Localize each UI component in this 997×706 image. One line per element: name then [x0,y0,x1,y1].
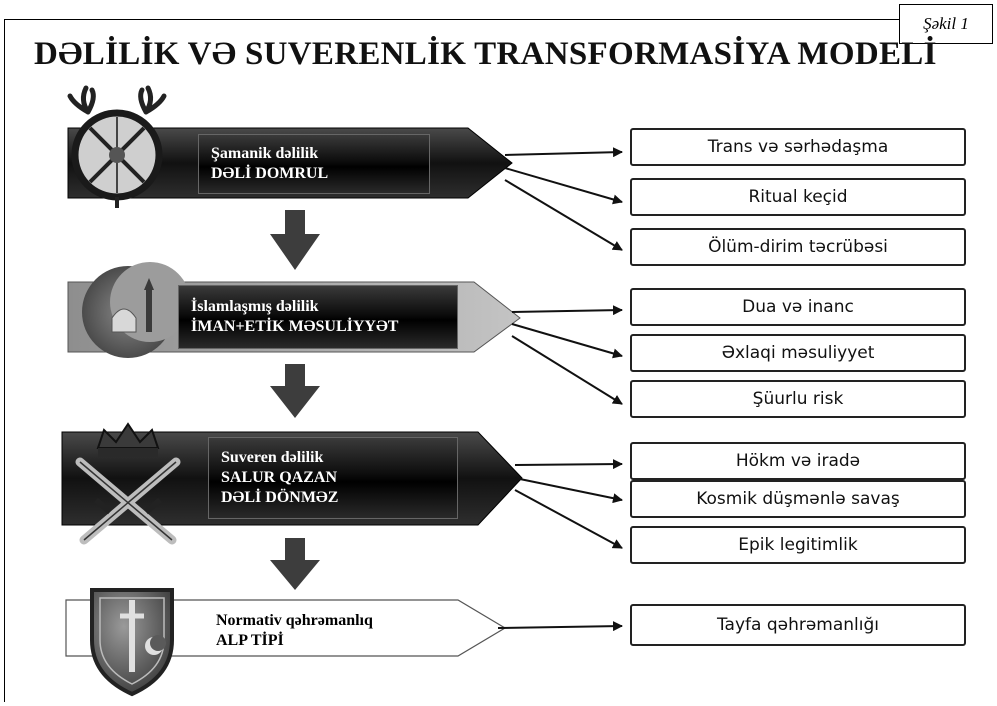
stage-2-label: İslamlaşmış dəlilik İMAN+ETİK MƏSULİYYƏT [178,285,458,349]
shaman-drum-icon [67,85,167,208]
connector-2-3 [511,335,623,405]
stage-1-subtitle: DƏLİ DOMRUL [211,165,329,182]
stage-1-label: Şamanik dəlilik DƏLİ DOMRUL [198,134,430,194]
diagram-title: DƏLİLİK VƏ SUVERENLİK TRANSFORMASİYA MOD… [34,36,937,72]
shield-sword-crescent-icon [90,588,174,697]
outcome-box: Şüurlu risk [630,380,966,418]
figure-frame [4,19,993,702]
outcome-box: Əxlaqi məsuliyyet [630,334,966,372]
outcome-box: Epik legitimlik [630,526,966,564]
flow-arrow-3 [270,538,320,590]
outcome-box: Tayfa qəhrəmanlığı [630,604,966,646]
connector-1-1 [504,147,623,158]
connector-1-2 [504,167,623,205]
connector-2-2 [511,323,623,359]
connector-1-3 [504,179,623,251]
stage-4-label: Normativ qəhrəmanlıq ALP TİPİ [204,610,444,652]
stage-3-subtitle: SALUR QAZAN [221,469,338,486]
flow-arrow-2 [270,364,320,418]
stage-2-subtitle: İMAN+ETİK MƏSULİYYƏT [191,318,399,335]
stage-2-title: İslamlaşmış dəlilik [191,298,319,315]
flow-arrow-1 [270,210,320,270]
crescent-mosque-icon [82,262,190,358]
outcome-box: Ritual keçid [630,178,966,216]
outcome-box: Trans və sərhədaşma [630,128,966,166]
stage-4-subtitle: ALP TİPİ [216,632,284,649]
connector-4-1 [497,621,623,632]
stage-3-title: Suveren dəlilik [221,449,324,466]
outcome-box: Ölüm-dirim təcrübəsi [630,228,966,266]
outcome-box: Kosmik düşmənlə savaş [630,480,966,518]
connector-2-1 [511,305,623,316]
outcome-box: Hökm və iradə [630,442,966,480]
connector-3-3 [514,489,623,549]
crown-crossed-swords-icon [75,422,181,545]
outcome-box: Dua və inanc [630,288,966,326]
stage-4-title: Normativ qəhrəmanlıq [216,612,373,629]
figure-label: Şəkil 1 [899,4,993,44]
connector-3-1 [514,459,623,470]
stage-band-4 [65,599,507,657]
connector-3-2 [514,477,623,504]
stage-3-subtitle-2: DƏLİ DÖNMƏZ [221,489,339,506]
stage-1-title: Şamanik dəlilik [211,145,319,162]
stage-3-label: Suveren dəlilik SALUR QAZAN DƏLİ DÖNMƏZ [208,437,458,519]
